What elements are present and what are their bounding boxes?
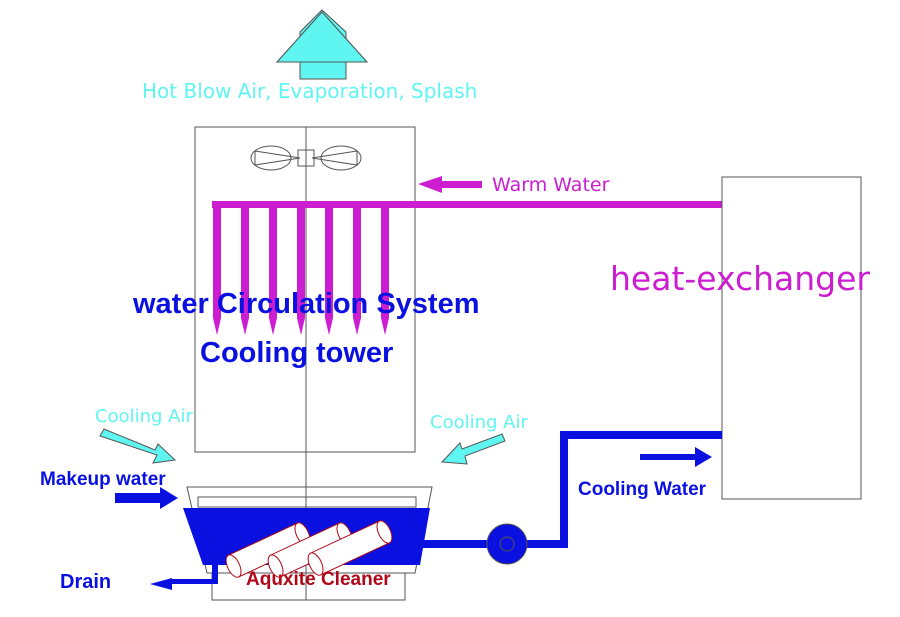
- cooling-air-left-label: Cooling Air: [95, 406, 193, 427]
- exhaust-up-arrow-head: [275, 11, 369, 63]
- spray-nozzle: [381, 208, 389, 335]
- spray-nozzle: [353, 208, 361, 335]
- makeup-water-label: Makeup water: [40, 469, 166, 490]
- aquxite-cleaner-label: Aquxite Cleaner: [246, 569, 391, 590]
- drain-label: Drain: [60, 571, 111, 593]
- cooling-tower-body: [194, 126, 416, 453]
- diagram-title-line2: Cooling tower: [200, 337, 393, 369]
- cooling-air-left-arrow: [99, 428, 177, 464]
- spray-nozzle: [325, 208, 333, 335]
- spray-nozzle: [241, 208, 249, 335]
- cooling-air-right-arrow: [440, 433, 506, 465]
- heat-exchanger-label: heat-exchanger: [610, 259, 870, 298]
- aquxite-cleaner-icon: [225, 520, 393, 578]
- warm-water-label: Warm Water: [492, 174, 610, 196]
- fan-icon: [250, 145, 362, 171]
- pump-impeller: [499, 536, 515, 552]
- cooling-air-right-label: Cooling Air: [430, 412, 528, 433]
- hot-blow-air-label: Hot Blow Air, Evaporation, Splash: [142, 79, 477, 103]
- drain-pipe: [150, 565, 218, 590]
- basin-rim: [197, 496, 417, 508]
- basin-legs: [211, 573, 406, 601]
- warm-water-arrow: [418, 176, 482, 193]
- spray-nozzle: [269, 208, 277, 335]
- heat-exchanger-box: [721, 176, 862, 500]
- exhaust-up-arrow-shaft: [299, 61, 347, 80]
- cooling-water-label: Cooling Water: [578, 479, 707, 500]
- spray-nozzle: [297, 208, 305, 335]
- spray-nozzle: [213, 208, 221, 335]
- warm-water-pipe: [212, 201, 722, 208]
- spray-nozzles: [213, 208, 389, 335]
- makeup-water-arrow: [115, 487, 178, 509]
- diagram-title-line1: water Circulation System: [132, 288, 480, 320]
- pump-icon: [486, 523, 528, 565]
- cooling-water-arrow: [640, 447, 712, 467]
